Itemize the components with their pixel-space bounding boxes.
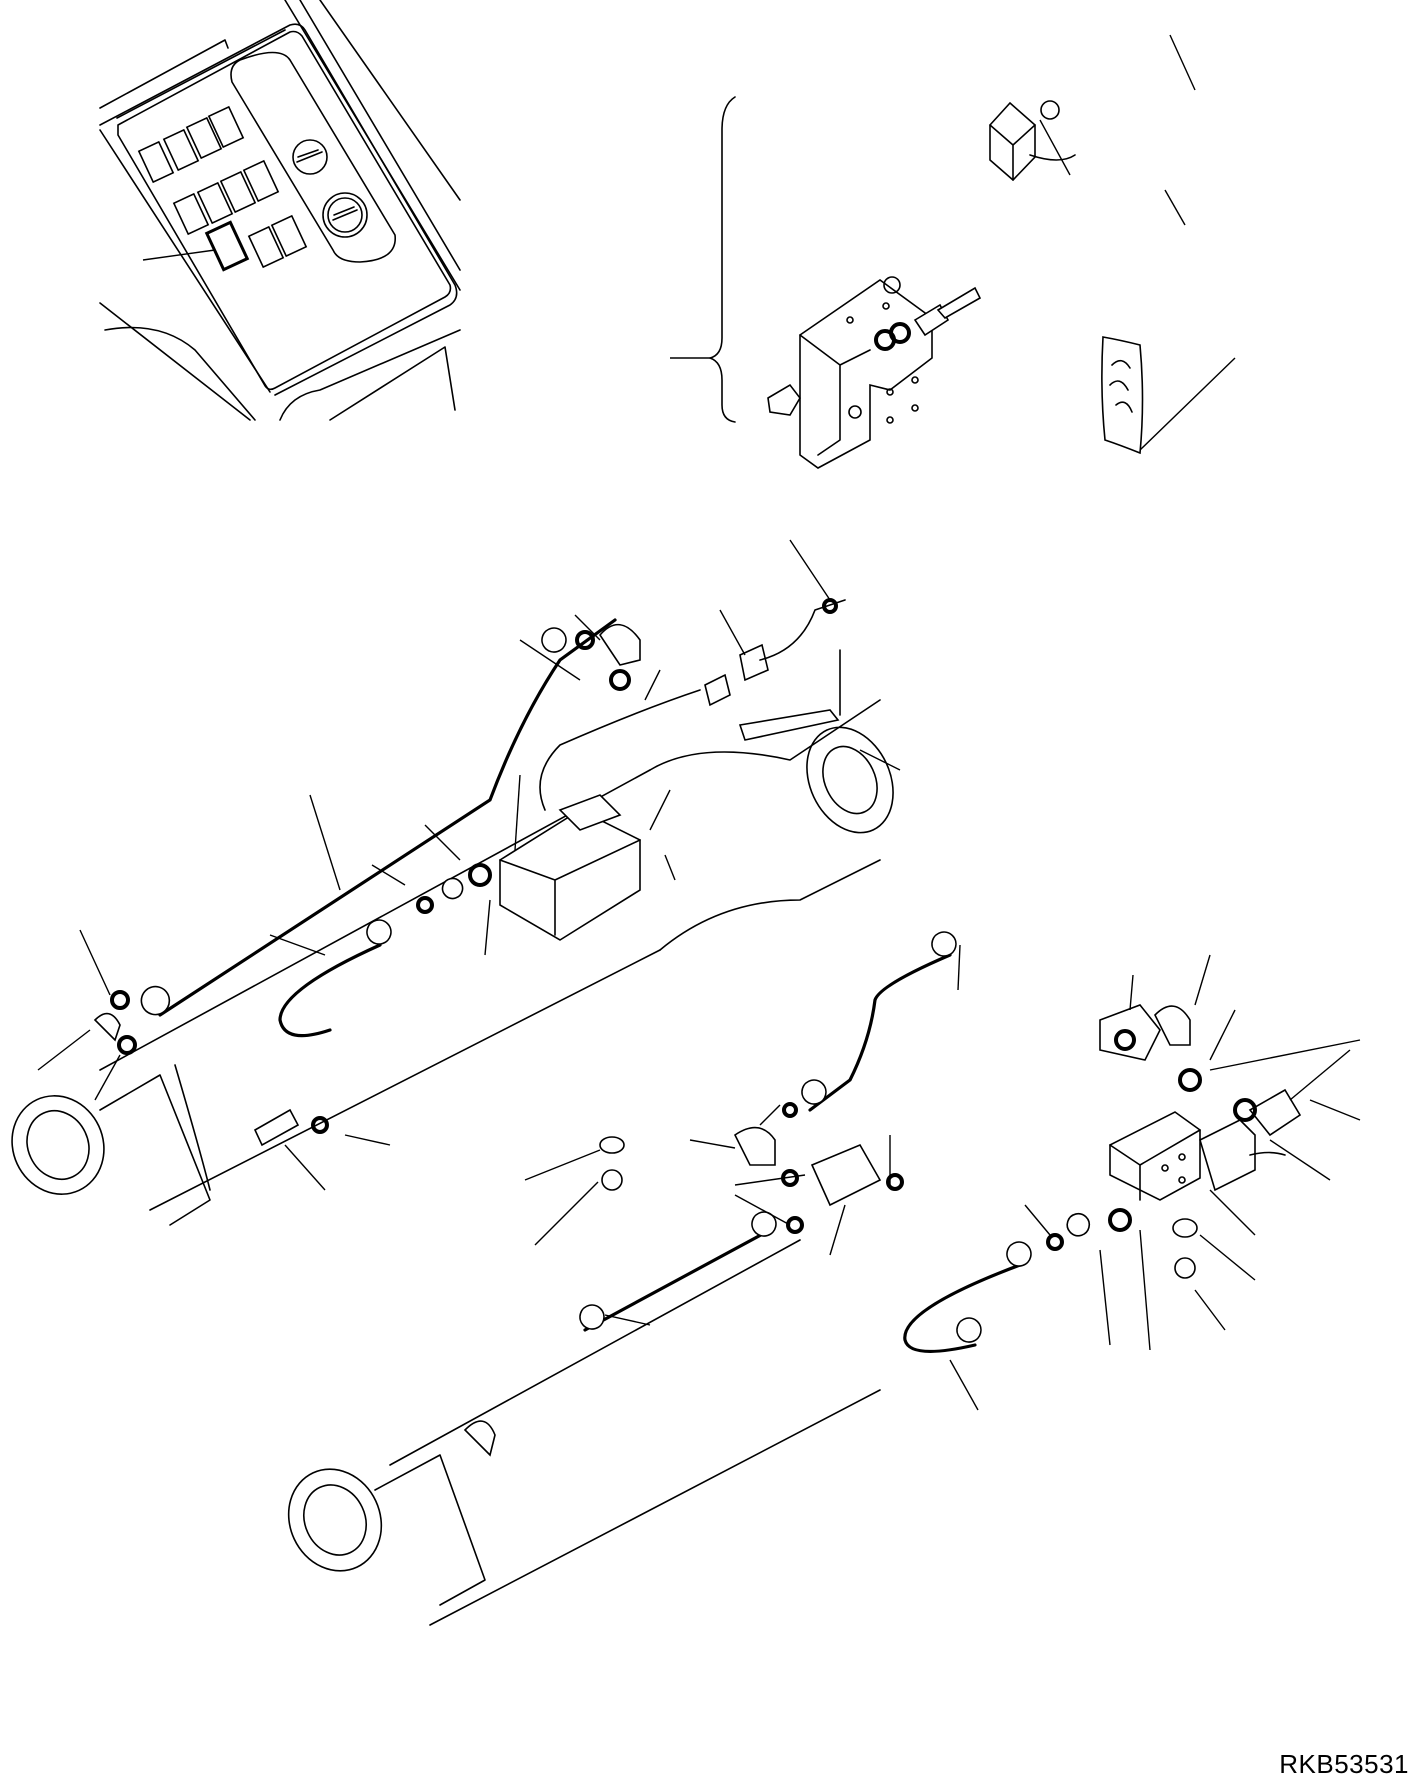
callout-leader <box>142 249 216 261</box>
drawing-code-label: RKB53531 <box>1279 1749 1409 1779</box>
solenoid-valve-detail-view <box>670 34 1236 469</box>
cylinder-piping-left-view <box>11 539 901 1246</box>
rocker-switch-row-1 <box>137 105 245 184</box>
cylinder-piping-right-view <box>287 931 1361 1626</box>
cab-switch-panel-view <box>99 0 461 421</box>
rocker-switch-row-2 <box>172 159 280 236</box>
rocker-switch-row-3 <box>204 214 308 272</box>
